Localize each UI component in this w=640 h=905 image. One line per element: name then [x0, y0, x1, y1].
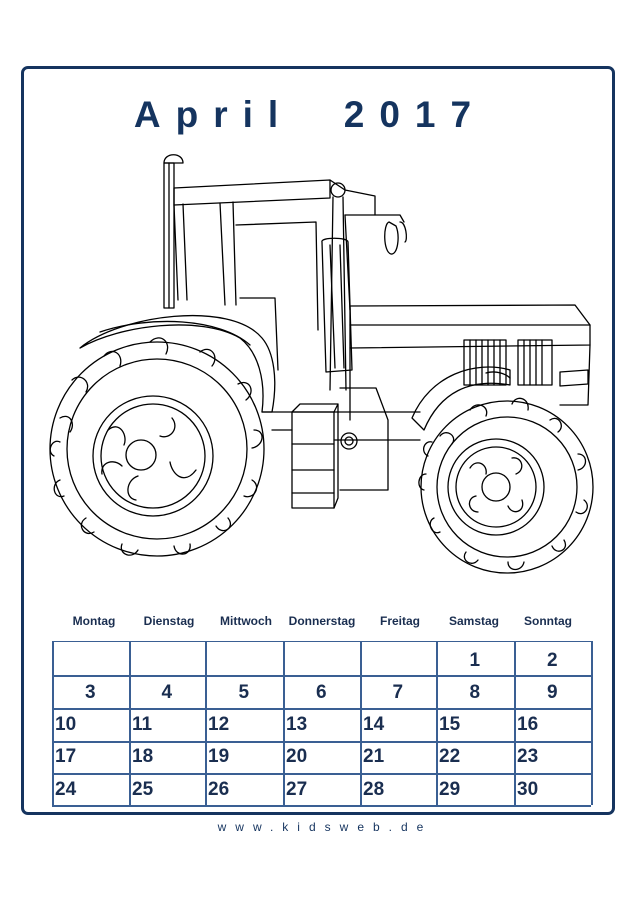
front-wheel: [418, 397, 594, 574]
grid-row-line: [52, 641, 591, 642]
grid-column-line: [436, 641, 438, 805]
tractor-steps: [291, 237, 389, 509]
calendar-day: 11: [132, 714, 153, 735]
page-frame: [21, 66, 615, 815]
calendar-day: 27: [286, 779, 308, 800]
calendar-day: 23: [517, 746, 539, 767]
weekday-montag: Montag: [72, 614, 116, 628]
weekday-dienstag: Dienstag: [143, 614, 195, 628]
calendar-day: 13: [286, 714, 308, 735]
grid-row-line: [52, 773, 591, 775]
calendar-day: 21: [363, 746, 385, 767]
calendar-day: 26: [208, 779, 230, 800]
grid-column-line: [514, 641, 516, 805]
calendar-day: 4: [161, 682, 173, 703]
calendar-day: 22: [439, 746, 461, 767]
tractor-frame: [261, 411, 421, 441]
calendar-day: 3: [85, 682, 96, 703]
calendar-day: 30: [517, 779, 539, 800]
calendar-day: 17: [55, 746, 77, 767]
calendar-day: 28: [363, 779, 385, 800]
grid-row-line: [52, 805, 591, 807]
calendar-day: 29: [439, 779, 461, 800]
grid-column-line: [129, 641, 131, 805]
grid-row-line: [52, 675, 591, 677]
weekday-samstag: Samstag: [448, 614, 500, 628]
front-fender: [411, 366, 511, 431]
calendar-day: 19: [208, 746, 230, 767]
weekday-donnerstag: Donnerstag: [288, 614, 356, 628]
tractor-illustration: [49, 154, 594, 574]
calendar-day: 16: [517, 714, 539, 735]
calendar-day: 20: [286, 746, 308, 767]
grid-column-line: [52, 641, 54, 805]
calendar-day: 2: [547, 650, 558, 671]
calendar-day: 25: [132, 779, 154, 800]
weekday-freitag: Freitag: [379, 614, 420, 628]
grid-column-line: [360, 641, 362, 805]
calendar-day: 18: [132, 746, 154, 767]
weekday-header-row: Montag Dienstag Mittwoch Donnerstag Freitag S…: [0, 614, 640, 630]
grid-row-line: [52, 741, 591, 743]
page-title: April 2017: [133, 94, 487, 135]
grid-column-line: [205, 641, 207, 805]
calendar-day: 14: [363, 714, 385, 735]
calendar-day: 24: [55, 779, 77, 800]
exhaust-pipe: [163, 154, 184, 309]
calendar-day: 12: [208, 714, 230, 735]
calendar-day: 1: [469, 650, 481, 671]
rear-fender: [79, 314, 276, 413]
grid-column-line: [591, 641, 593, 805]
footer-url: www.kidsweb.de: [217, 820, 433, 834]
tractor-hood: [349, 304, 591, 421]
grid-column-line: [283, 641, 285, 805]
grid-row-line: [52, 708, 591, 710]
calendar-day: 7: [392, 682, 404, 703]
calendar-day: 6: [316, 682, 327, 703]
calendar-day: 8: [469, 682, 481, 703]
calendar-day: 10: [55, 714, 77, 735]
weekday-sonntag: Sonntag: [524, 614, 572, 628]
weekday-mittwoch: Mittwoch: [220, 614, 272, 628]
calendar-day: 5: [238, 682, 250, 703]
rear-wheel: [49, 337, 265, 557]
calendar-day: 9: [547, 682, 558, 703]
tractor-cab: [173, 179, 407, 391]
calendar-day: 15: [439, 714, 461, 735]
